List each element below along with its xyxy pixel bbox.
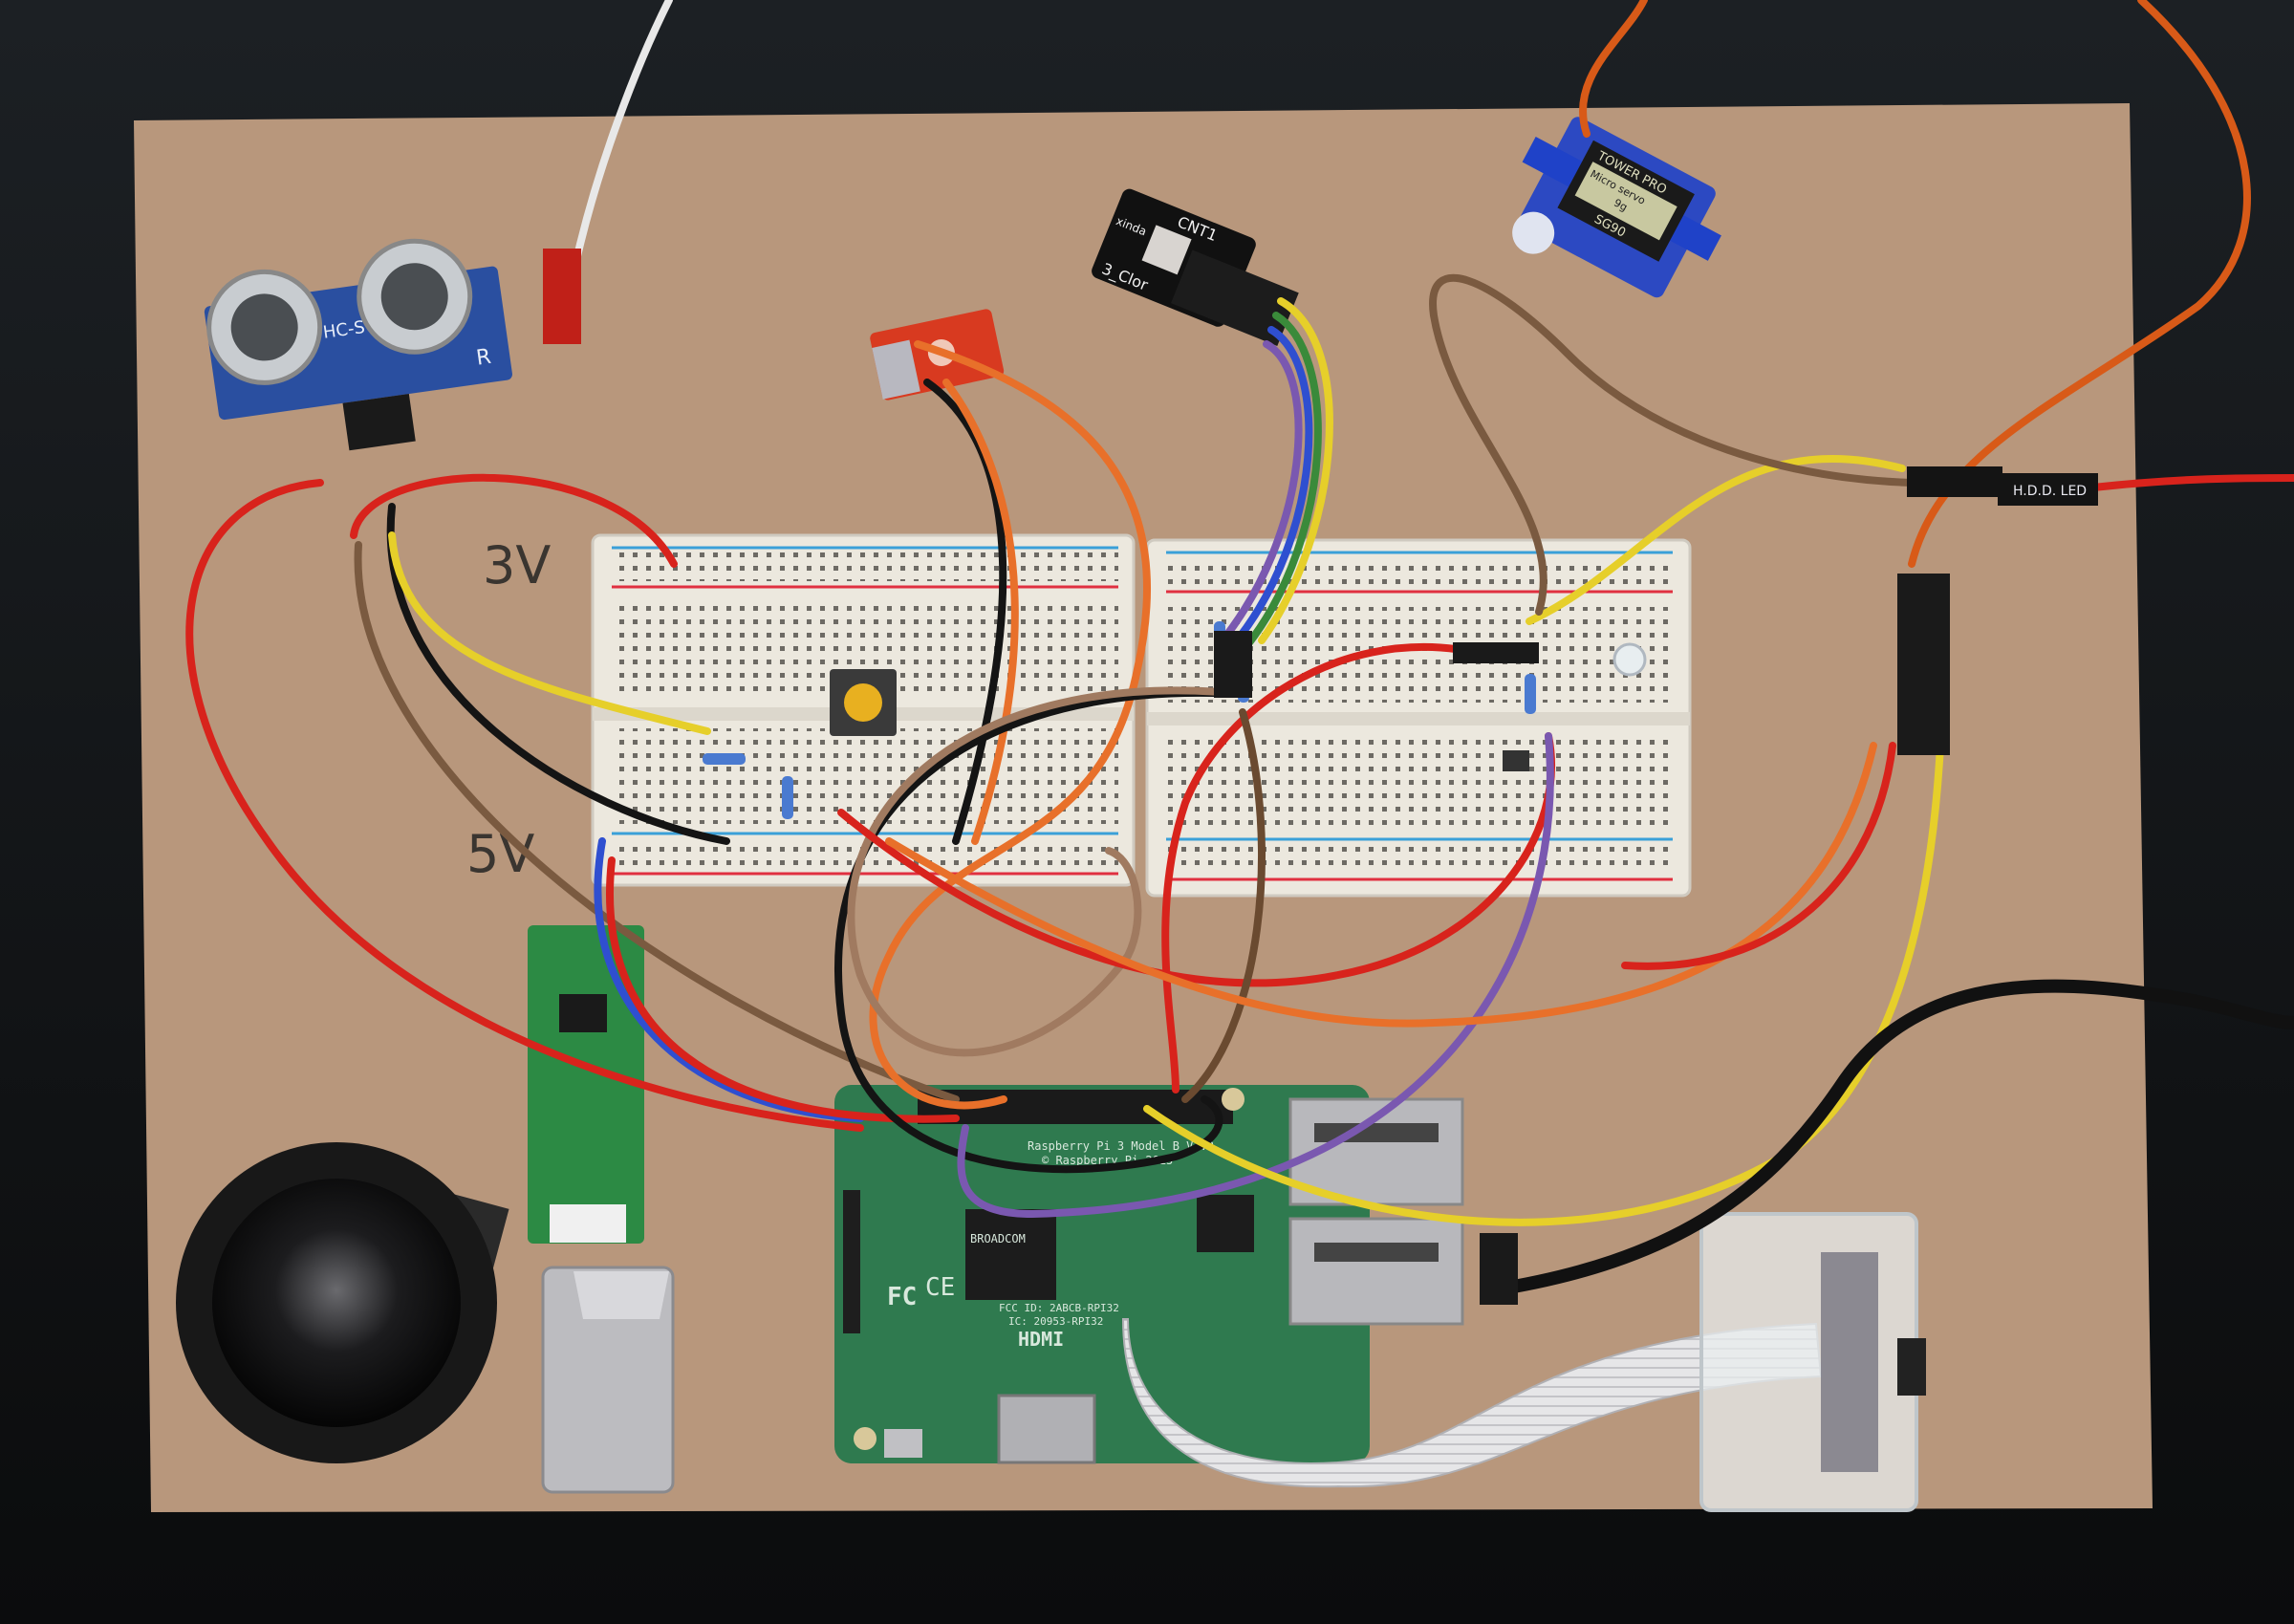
- breadboard-right: [1145, 538, 1692, 898]
- wire-black: [923, 379, 1007, 845]
- led: [1612, 642, 1647, 677]
- svg-text:9g: 9g: [1612, 197, 1629, 214]
- red-jumper-connector: [543, 249, 581, 344]
- camera-module: [1699, 1212, 1926, 1512]
- servo-motor: TOWER PRO Micro servo 9g SG90: [1512, 117, 1721, 298]
- raspberry-pi: BROADCOM Raspberry Pi 3 Model B V1.2 © R…: [834, 1085, 1464, 1464]
- hdd-led-connector: H.D.D. LED: [1907, 466, 2098, 506]
- wire-yellow: [388, 531, 711, 735]
- wire-orange: [869, 340, 1152, 1110]
- svg-text:HDMI: HDMI: [1018, 1328, 1064, 1351]
- transistor: [1503, 750, 1529, 771]
- jumper-connector: [1453, 642, 1539, 663]
- svg-text:FC: FC: [887, 1283, 917, 1311]
- svg-text:FCC ID: 2ABCB-RPI32: FCC ID: 2ABCB-RPI32: [999, 1302, 1119, 1314]
- usb-port: [1288, 1217, 1464, 1326]
- push-button: [830, 669, 897, 736]
- pi-model-text: Raspberry Pi 3 Model B V1.2: [1028, 1139, 1214, 1153]
- wire-purple: [957, 732, 1554, 1219]
- wire-blue: [594, 837, 864, 1122]
- wire-red-white: [2089, 474, 2294, 491]
- wire-yellow: [1258, 297, 1333, 644]
- wire-orange: [1578, 0, 1648, 138]
- wire-green: [1244, 312, 1322, 649]
- broadcom-chip: [965, 1209, 1056, 1300]
- ultrasonic-sensor: HC-S R: [204, 238, 512, 451]
- touch-sensor-module: [870, 309, 1005, 401]
- wire-black: [386, 503, 730, 845]
- wires: [185, 0, 2294, 1297]
- svg-text:R: R: [475, 345, 493, 371]
- display-connector: [843, 1190, 860, 1333]
- usb-plug: [1480, 1233, 1518, 1305]
- resistor: [1525, 674, 1536, 714]
- hdmi-port: [997, 1394, 1096, 1464]
- wire-red: [350, 473, 678, 568]
- wire-red: [1621, 742, 1896, 970]
- label-3v: 3V: [483, 535, 551, 595]
- wire-yellow: [1526, 455, 1906, 625]
- wire-yellow: [1143, 742, 1944, 1226]
- wire-brown: [847, 686, 1237, 1057]
- wire-orange: [942, 379, 1019, 845]
- wire-red: [606, 856, 960, 1123]
- resistor: [703, 753, 746, 765]
- resistor: [782, 776, 793, 819]
- speaker: [176, 1142, 509, 1463]
- lipo-battery: [541, 1266, 675, 1494]
- svg-text:CE: CE: [925, 1273, 955, 1302]
- svg-text:BROADCOM: BROADCOM: [970, 1232, 1026, 1245]
- amplifier-board: [528, 925, 644, 1244]
- wire-red: [837, 732, 1556, 987]
- svg-text:IC: 20953-RPI32: IC: 20953-RPI32: [1008, 1315, 1103, 1328]
- wire-brown: [354, 541, 960, 1103]
- wire-purple: [1215, 340, 1303, 649]
- camera-usb-cable: [1484, 979, 2294, 1297]
- wire-black: [834, 688, 1223, 1174]
- wire-brown: [1181, 708, 1266, 1103]
- wire-blue: [1229, 326, 1313, 649]
- wire-red: [1161, 642, 1466, 1093]
- micro-usb-port: [884, 1429, 922, 1458]
- wire-red: [185, 479, 864, 1132]
- jumper-connector-block: [1897, 574, 1950, 755]
- jumper-connector: [1214, 631, 1252, 698]
- wire-red-white: [565, 0, 673, 300]
- svg-text:H.D.D. LED: H.D.D. LED: [2013, 484, 2087, 499]
- wire-brown: [1429, 273, 1915, 616]
- wire-orange: [885, 742, 1877, 1028]
